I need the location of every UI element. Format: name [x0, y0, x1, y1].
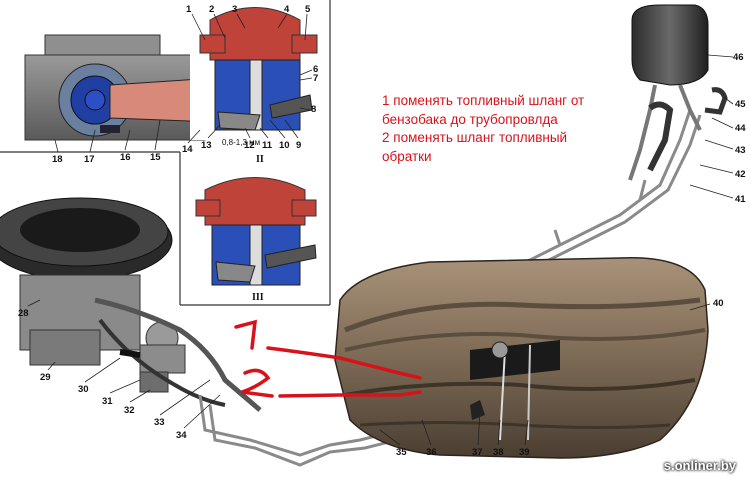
callout-6: 6 — [313, 64, 318, 75]
callout-30: 30 — [78, 384, 89, 395]
callout-41: 41 — [735, 194, 746, 205]
callout-3: 3 — [232, 4, 237, 15]
carburetor-assembly — [0, 197, 262, 412]
pump-drive-cutaway: 0,8-1,3 мм II — [0, 0, 331, 306]
callout-35: 35 — [396, 447, 407, 458]
callout-39: 39 — [519, 447, 530, 458]
view-label-3: III — [252, 292, 264, 303]
callout-42: 42 — [735, 169, 746, 180]
view-label-2: II — [256, 154, 264, 165]
callout-1: 1 — [186, 4, 192, 15]
red-marker-arrows — [234, 319, 422, 398]
callout-37: 37 — [472, 447, 483, 458]
callout-13: 13 — [201, 140, 212, 151]
callout-2: 2 — [209, 4, 214, 15]
callout-29: 29 — [40, 372, 51, 383]
callout-28: 28 — [18, 308, 29, 319]
callout-numbers: 1 2 3 4 5 6 7 8 9 10 11 12 13 14 15 16 1… — [18, 4, 746, 458]
separator-canister — [628, 4, 728, 181]
callout-44: 44 — [735, 123, 746, 134]
annotation-line-3: 2 поменять шланг топливный — [382, 130, 568, 145]
callout-18: 18 — [52, 154, 63, 165]
callout-36: 36 — [426, 447, 437, 458]
callout-31: 31 — [102, 396, 113, 407]
callout-9: 9 — [296, 140, 301, 151]
callout-10: 10 — [279, 140, 290, 151]
callout-7: 7 — [313, 73, 318, 84]
callout-4: 4 — [284, 4, 290, 15]
callout-8: 8 — [311, 104, 316, 115]
repair-annotation: 1 поменять топливный шланг от бензобака … — [382, 92, 682, 166]
annotation-line-4: обратки — [382, 148, 432, 164]
callout-40: 40 — [713, 298, 724, 309]
callout-11: 11 — [262, 140, 273, 151]
pump-view-3: III — [195, 177, 317, 303]
callout-17: 17 — [84, 154, 95, 165]
callout-32: 32 — [124, 405, 135, 416]
callout-45: 45 — [735, 99, 746, 110]
callout-34: 34 — [176, 430, 187, 441]
annotation-line-2: бензобака до трубопровлда — [382, 111, 558, 127]
dimension-label: 0,8-1,3 мм — [222, 138, 260, 147]
callout-15: 15 — [150, 152, 161, 163]
callout-33: 33 — [154, 417, 165, 428]
callout-46: 46 — [733, 52, 744, 63]
leader-lines — [27, 13, 734, 446]
callout-12: 12 — [244, 140, 255, 151]
callout-16: 16 — [120, 152, 131, 163]
callout-14: 14 — [182, 144, 193, 155]
watermark: s.onliner.by — [663, 458, 736, 473]
fuel-tank — [334, 257, 709, 459]
callout-5: 5 — [305, 4, 311, 15]
callout-38: 38 — [493, 447, 504, 458]
annotation-line-1: 1 поменять топливный шланг от — [382, 93, 585, 108]
callout-43: 43 — [735, 145, 746, 156]
